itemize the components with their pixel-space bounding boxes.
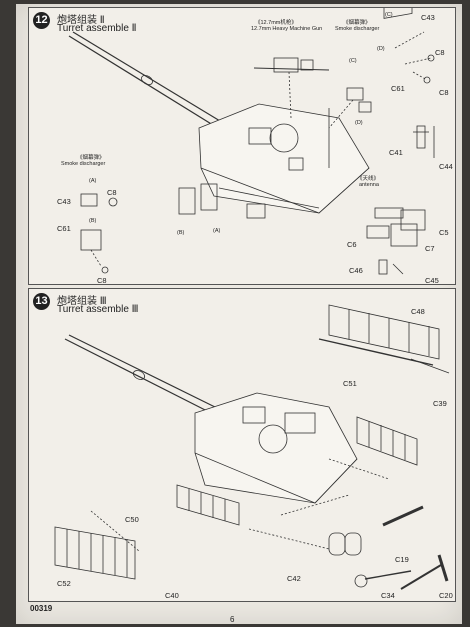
callout-d-mid: (D) [355, 120, 363, 126]
turret-body-12 [198, 103, 370, 214]
product-code: 00319 [30, 604, 53, 613]
step-13-panel: 13 炮塔组装 Ⅲ Turret assemble Ⅲ [28, 288, 456, 602]
callout-c42: C42 [287, 574, 301, 583]
smoke-discharger-right-label-en: Smoke discharger [335, 26, 380, 32]
callout-b-center: (B) [177, 230, 185, 236]
callout-c51: C51 [343, 379, 357, 388]
smoke-discharger-right-label-cn: 《烟幕弹》 [343, 20, 371, 26]
callout-c61-left: C61 [57, 224, 71, 233]
callout-a-left: (A) [89, 178, 97, 184]
callout-c8-left2: C8 [97, 276, 107, 285]
callout-c8-b: C8 [439, 88, 449, 97]
page-number: 6 [230, 615, 235, 624]
step-13-title-en: Turret assemble Ⅲ [57, 304, 139, 315]
callout-b-left: (B) [89, 218, 97, 224]
step-13-diagram [54, 304, 450, 590]
callout-c40: C40 [165, 591, 179, 600]
callout-c46: C46 [349, 266, 363, 275]
step-12-title-en: Turret assemble Ⅱ [57, 23, 137, 34]
callout-c7: C7 [425, 244, 435, 253]
callout-c45: C45 [425, 276, 439, 285]
callout-d: (D) [377, 46, 385, 52]
callout-c43-top: C43 [421, 13, 435, 22]
callout-c39: C39 [433, 399, 447, 408]
callout-c8-left: C8 [107, 188, 117, 197]
callout-c61-right: C61 [391, 84, 405, 93]
callout-a-center: (A) [213, 228, 221, 234]
callout-c19: C19 [395, 555, 409, 564]
callout-c52: C52 [57, 579, 71, 588]
gun-barrel-13 [64, 338, 216, 416]
step-12-panel: 12 炮塔组装 Ⅱ Turret assemble Ⅱ [28, 7, 456, 285]
callout-c48: C48 [411, 307, 425, 316]
step-12-badge: 12 [33, 12, 50, 29]
callout-c20: C20 [439, 591, 453, 600]
instruction-sheet: 12 炮塔组装 Ⅱ Turret assemble Ⅱ [16, 4, 462, 624]
callout-c43-left: C43 [57, 197, 71, 206]
callout-c34: C34 [381, 591, 395, 600]
mg-label-en: 12.7mm Heavy Machine Gun [251, 26, 323, 32]
step-12-title-cn: 炮塔组装 Ⅱ [57, 15, 105, 26]
callout-c50: C50 [125, 515, 139, 524]
mg-label-cn: 《12.7mm机枪》 [255, 20, 297, 26]
callout-c44: C44 [439, 162, 453, 171]
step-13-badge: 13 [33, 293, 50, 310]
antenna-label-cn: 《天线》 [357, 176, 380, 182]
antenna-label-en: antenna [359, 182, 379, 188]
smoke-discharger-left-label-cn: 《烟幕弹》 [77, 155, 105, 161]
callout-c-mid: (C) [349, 58, 357, 64]
callout-c-top: (C) [385, 12, 393, 18]
callout-c5: C5 [439, 228, 449, 237]
step-12-diagram [68, 8, 435, 275]
step-13-title-cn: 炮塔组装 Ⅲ [57, 296, 107, 307]
callout-c6: C6 [347, 240, 357, 249]
smoke-discharger-left-label-en: Smoke discharger [61, 161, 106, 167]
callout-c8-a: C8 [435, 48, 445, 57]
callout-c41: C41 [389, 148, 403, 157]
